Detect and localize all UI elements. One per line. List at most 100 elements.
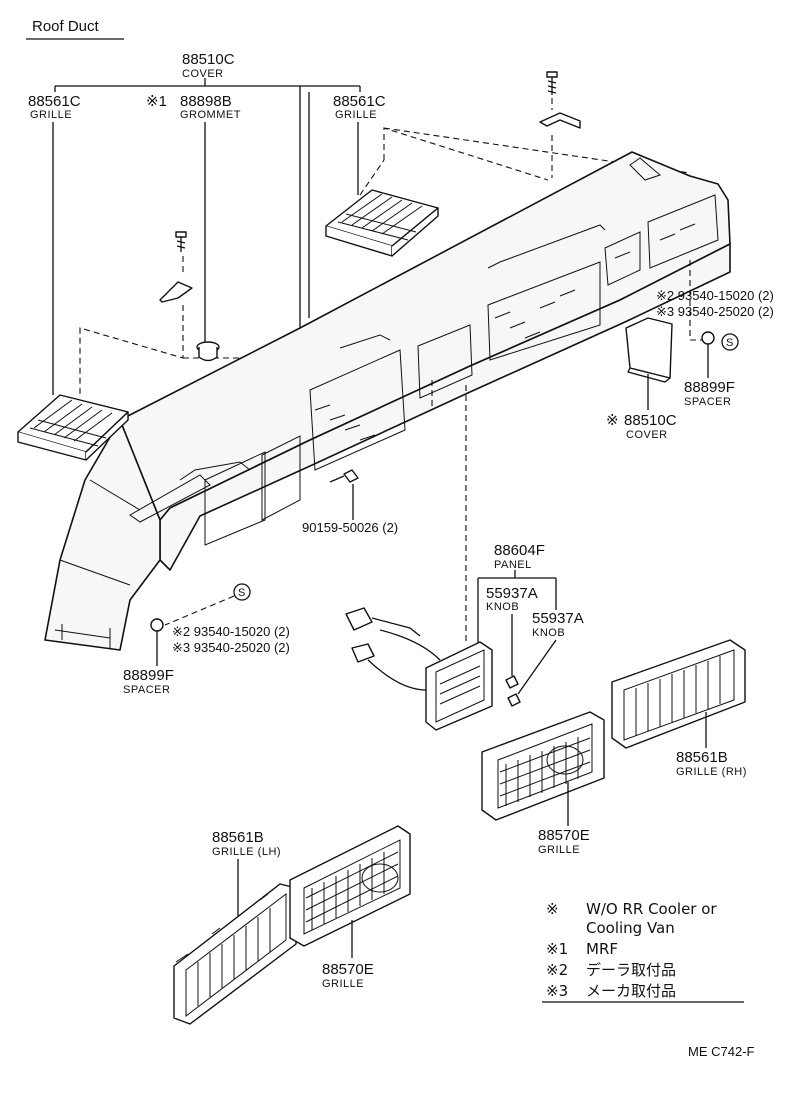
svg-text:※3 93540-25020 (2): ※3 93540-25020 (2) bbox=[172, 640, 290, 655]
svg-text:88561B: 88561B bbox=[212, 829, 264, 846]
svg-text:88510C: 88510C bbox=[182, 51, 235, 68]
bracket-top-right bbox=[539, 112, 581, 129]
grille-88561b-rh-part bbox=[611, 639, 746, 749]
svg-text:88510C: 88510C bbox=[624, 412, 677, 429]
label-grille-rh: 88561B GRILLE (RH) bbox=[676, 749, 747, 778]
spacer-right-part bbox=[701, 331, 715, 345]
svg-text:※1: ※1 bbox=[146, 93, 167, 110]
svg-text:88899F: 88899F bbox=[123, 667, 174, 684]
s-symbol-left bbox=[233, 583, 251, 601]
label-grille-left: 88561C GRILLE bbox=[28, 93, 81, 121]
grille-88561b-lh-part bbox=[173, 883, 297, 1025]
legend: ※ W/O RR Cooler or Cooling Van ※1 MRF ※2… bbox=[542, 900, 744, 1003]
grille-right-dash-lines bbox=[359, 127, 691, 196]
grille-88570e-right-part bbox=[481, 711, 605, 821]
svg-text:88570E: 88570E bbox=[538, 827, 590, 844]
label-spacer-right: 88899F SPACER bbox=[684, 379, 735, 408]
svg-text:※2: ※2 bbox=[546, 961, 568, 979]
legend-item: ※2 デーラ取付品 bbox=[546, 961, 676, 979]
legend-item: ※ W/O RR Cooler or bbox=[546, 900, 717, 918]
svg-text:デーラ取付品: デーラ取付品 bbox=[586, 961, 676, 979]
screw-center-part bbox=[329, 469, 359, 483]
label-screw-left: ※2 93540-15020 (2) ※3 93540-25020 (2) bbox=[172, 624, 290, 655]
screw-right-dash bbox=[689, 260, 705, 341]
screw-left-dash bbox=[164, 595, 235, 626]
svg-text:55937A: 55937A bbox=[486, 585, 538, 602]
svg-text:88561C: 88561C bbox=[333, 93, 386, 110]
grille-88561c-left-part bbox=[17, 394, 129, 461]
knob-1-part bbox=[505, 675, 519, 689]
cover-bracket-line bbox=[54, 78, 361, 92]
svg-text:GROMMET: GROMMET bbox=[180, 109, 241, 121]
svg-text:88604F: 88604F bbox=[494, 542, 545, 559]
svg-text:※: ※ bbox=[546, 900, 559, 918]
svg-text:KNOB: KNOB bbox=[532, 627, 565, 639]
legend-item: ※1 MRF bbox=[546, 940, 618, 958]
svg-text:※3: ※3 bbox=[546, 982, 568, 1000]
svg-text:GRILLE: GRILLE bbox=[538, 844, 580, 856]
label-panel: 88604F PANEL bbox=[494, 542, 545, 571]
svg-text:COVER: COVER bbox=[626, 429, 668, 441]
svg-text:※1: ※1 bbox=[546, 940, 568, 958]
svg-text:88898B: 88898B bbox=[180, 93, 232, 110]
label-grille-lh: 88561B GRILLE (LH) bbox=[212, 829, 281, 858]
svg-text:GRILLE: GRILLE bbox=[322, 978, 364, 990]
svg-text:※3 93540-25020 (2): ※3 93540-25020 (2) bbox=[656, 304, 774, 319]
svg-text:88570E: 88570E bbox=[322, 961, 374, 978]
grille-88561c-right-part bbox=[325, 189, 439, 257]
svg-text:88899F: 88899F bbox=[684, 379, 735, 396]
svg-text:PANEL: PANEL bbox=[494, 559, 532, 571]
label-grille-570-left: 88570E GRILLE bbox=[322, 961, 374, 990]
legend-item: ※3 メーカ取付品 bbox=[546, 982, 676, 1000]
bracket-top-left bbox=[159, 281, 193, 303]
grille-88570e-left-part bbox=[289, 825, 411, 947]
svg-text:SPACER: SPACER bbox=[684, 396, 731, 408]
s-symbol-right bbox=[721, 333, 739, 351]
label-grille-570-right: 88570E GRILLE bbox=[538, 827, 590, 856]
svg-text:88561C: 88561C bbox=[28, 93, 81, 110]
panel-88604f-part bbox=[345, 607, 493, 731]
bracket-left-dash-lines bbox=[79, 256, 240, 395]
roof-duct-body bbox=[44, 151, 731, 651]
svg-text:※2 93540-15020 (2): ※2 93540-15020 (2) bbox=[172, 624, 290, 639]
svg-text:Cooling Van: Cooling Van bbox=[586, 919, 675, 937]
spacer-left-part bbox=[150, 618, 164, 632]
diagram-title: Roof Duct bbox=[32, 18, 100, 35]
knob-2-part bbox=[507, 693, 521, 707]
label-spacer-left: 88899F SPACER bbox=[123, 667, 174, 696]
svg-text:※2 93540-15020 (2): ※2 93540-15020 (2) bbox=[656, 288, 774, 303]
svg-text:GRILLE: GRILLE bbox=[30, 109, 72, 121]
svg-text:SPACER: SPACER bbox=[123, 684, 170, 696]
label-grille-right: 88561C GRILLE bbox=[333, 93, 386, 121]
s-symbol-left-text: S bbox=[238, 587, 246, 599]
figure-code: ME C742-F bbox=[688, 1044, 755, 1059]
svg-text:GRILLE (LH): GRILLE (LH) bbox=[212, 846, 281, 858]
label-screw-right: ※2 93540-15020 (2) ※3 93540-25020 (2) bbox=[656, 288, 774, 319]
svg-text:※: ※ bbox=[606, 412, 619, 429]
panel-bracket-line bbox=[477, 570, 557, 645]
svg-text:COVER: COVER bbox=[182, 68, 224, 80]
svg-text:88561B: 88561B bbox=[676, 749, 728, 766]
svg-text:メーカ取付品: メーカ取付品 bbox=[586, 982, 676, 1000]
s-symbol-right-text: S bbox=[726, 337, 734, 349]
screw-top-left bbox=[175, 231, 187, 252]
svg-text:W/O RR Cooler or: W/O RR Cooler or bbox=[586, 900, 717, 918]
svg-text:KNOB: KNOB bbox=[486, 601, 519, 613]
label-knob-1: 55937A KNOB bbox=[486, 585, 538, 613]
screw-top-right bbox=[546, 71, 558, 95]
grommet-part bbox=[196, 341, 220, 362]
label-grommet: ※1 88898B GROMMET bbox=[146, 93, 241, 121]
label-cover-right: ※ 88510C COVER bbox=[606, 412, 677, 441]
label-knob-2: 55937A KNOB bbox=[532, 610, 584, 639]
panel-dash-lines bbox=[431, 380, 467, 645]
cover-88510c-right-part bbox=[625, 317, 673, 383]
svg-text:55937A: 55937A bbox=[532, 610, 584, 627]
svg-text:MRF: MRF bbox=[586, 940, 618, 958]
label-cover-top: 88510C COVER bbox=[182, 51, 235, 80]
svg-text:GRILLE (RH): GRILLE (RH) bbox=[676, 766, 747, 778]
legend-item: Cooling Van bbox=[586, 919, 675, 937]
label-screw-center: 90159-50026 (2) bbox=[302, 520, 398, 535]
svg-text:GRILLE: GRILLE bbox=[335, 109, 377, 121]
knob-2-leader bbox=[517, 639, 557, 695]
